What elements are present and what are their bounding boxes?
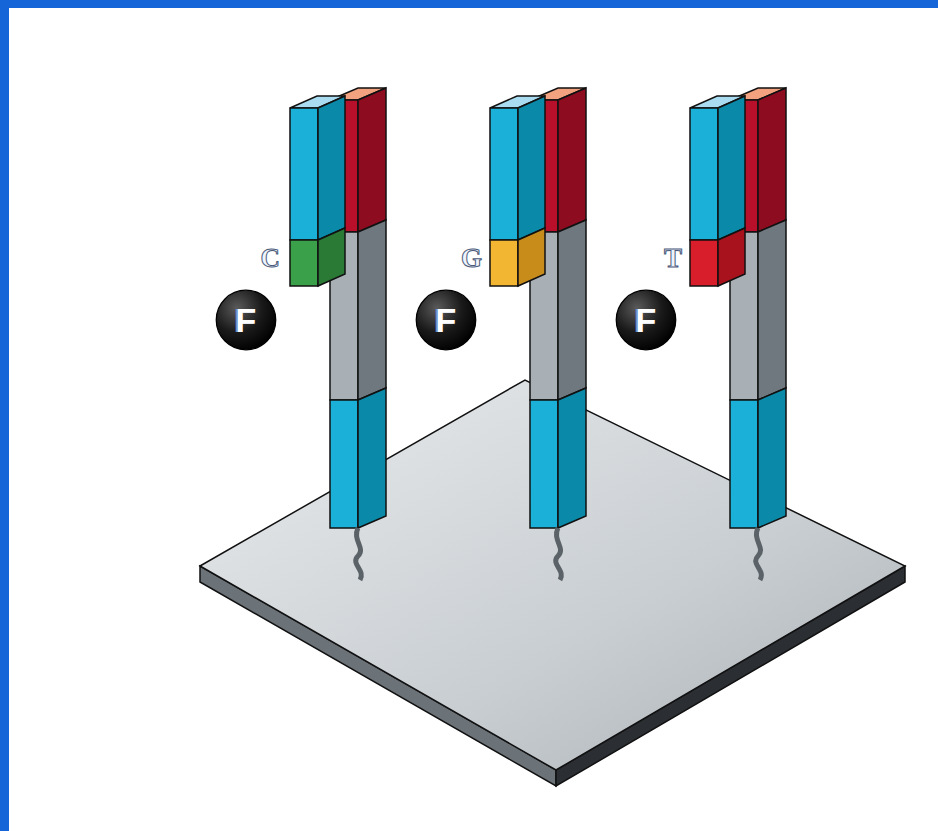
fluorophore-letter: F — [236, 303, 257, 337]
fluorophore-letter: F — [636, 303, 657, 337]
fluorophore-circle: F — [615, 289, 677, 351]
fluorophore-letter: F — [436, 303, 457, 337]
base-letter: C — [261, 245, 281, 272]
base-letter: G — [461, 245, 482, 272]
fluorophore-circle: F — [215, 289, 277, 351]
fluorophore-circle: F — [415, 289, 477, 351]
base-letter: T — [664, 245, 682, 272]
